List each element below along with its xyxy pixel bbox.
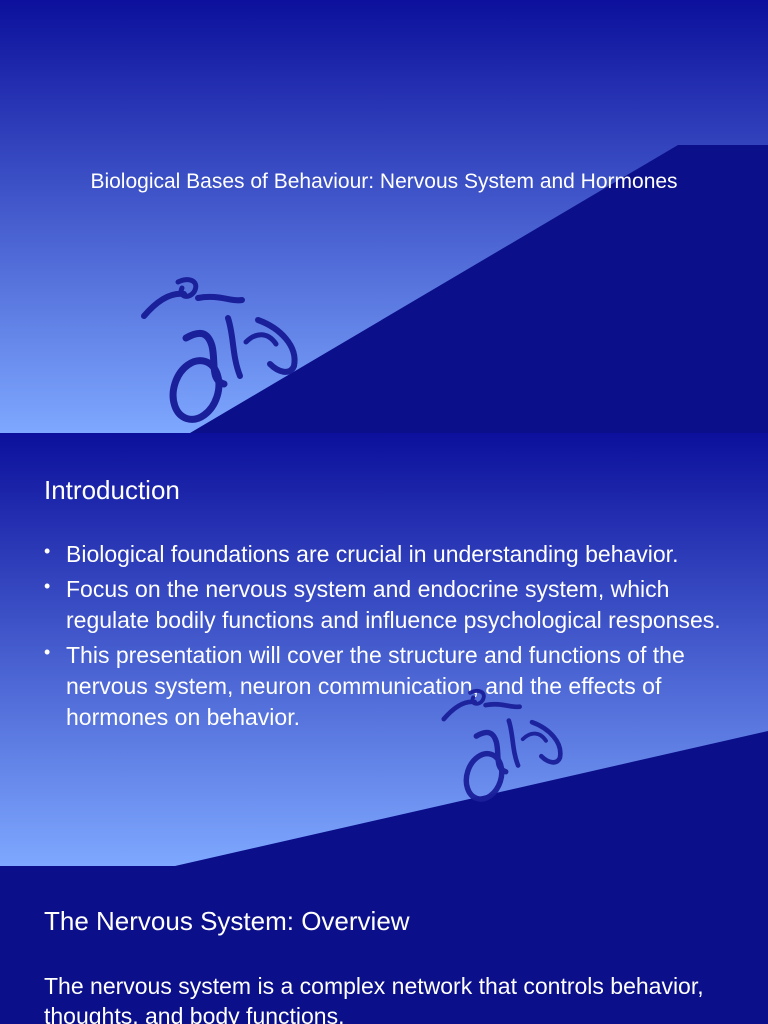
- bullet-text: Biological foundations are crucial in un…: [66, 541, 679, 567]
- slide-heading: Introduction: [44, 475, 180, 505]
- bullet-glyph: •: [44, 576, 51, 596]
- bullet-text: Focus on the nervous system and endocrin…: [66, 576, 721, 633]
- bullet-text: This presentation will cover the structu…: [66, 642, 685, 730]
- slide-paragraph: The nervous system is a complex network …: [44, 973, 704, 1024]
- bullet-glyph: •: [44, 642, 51, 662]
- slide-1: Biological Bases of Behaviour: Nervous S…: [0, 0, 768, 433]
- cyclist-icon: [141, 277, 298, 423]
- bullet-item: • This presentation will cover the struc…: [44, 640, 724, 733]
- slide-heading: The Nervous System: Overview: [44, 906, 410, 936]
- slide-title: Biological Bases of Behaviour: Nervous S…: [90, 170, 678, 193]
- slide-1-background: [0, 0, 768, 433]
- cyclist-icon: [441, 688, 563, 802]
- bullet-list: • Biological foundations are crucial in …: [44, 539, 724, 737]
- slide-2: Introduction • Biological foundations ar…: [0, 433, 768, 866]
- bullet-glyph: •: [44, 541, 51, 561]
- bullet-item: • Biological foundations are crucial in …: [44, 539, 724, 570]
- bullet-item: • Focus on the nervous system and endocr…: [44, 574, 724, 636]
- slide-3: The Nervous System: Overview The nervous…: [0, 866, 768, 1024]
